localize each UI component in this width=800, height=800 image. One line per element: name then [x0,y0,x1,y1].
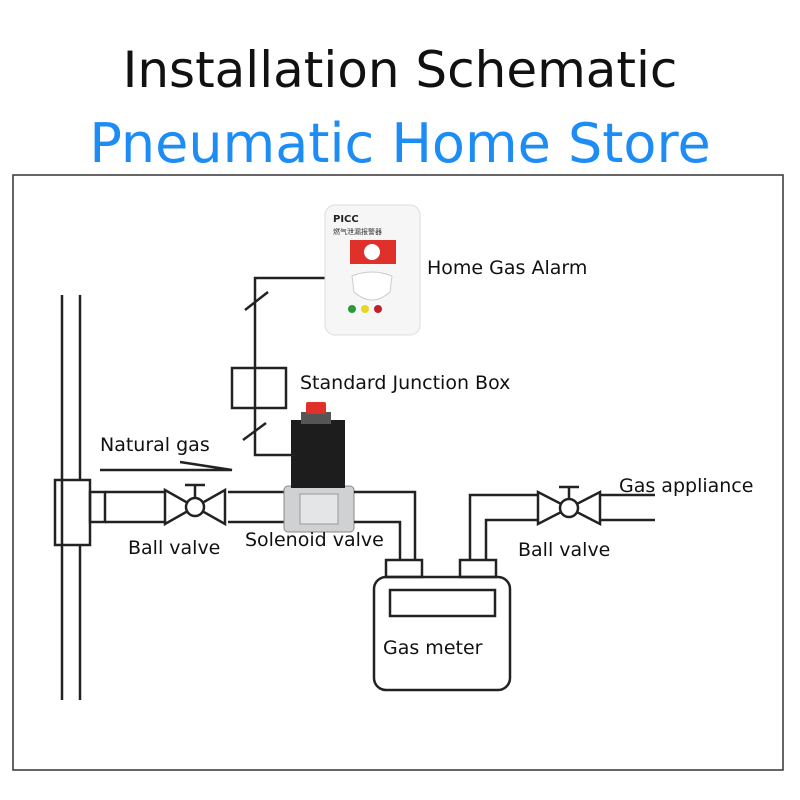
meter-inlet-pipe [354,490,417,560]
label-junction-box: Standard Junction Box [300,372,510,394]
label-home-gas-alarm: Home Gas Alarm [427,257,587,279]
label-gas-meter: Gas meter [383,637,483,659]
gas-alarm-icon: PICC 燃气泄漏报警器 [324,204,421,336]
label-natural-gas: Natural gas [100,434,210,456]
watermark: Pneumatic Home Store [89,112,710,175]
junction-box-icon [230,366,288,410]
outlet-pipe [468,493,655,560]
label-ball-valve-left: Ball valve [128,537,220,559]
signal-wire [230,276,325,457]
ball-valve-left-icon [163,483,227,527]
label-gas-appliance: Gas appliance [619,475,753,497]
alarm-device-text: 燃气泄漏报警器 [333,227,382,236]
inlet-pipe [100,460,285,524]
alarm-brand: PICC [333,214,359,225]
label-ball-valve-right: Ball valve [518,539,610,561]
page-title: Installation Schematic [122,41,678,99]
label-solenoid-valve: Solenoid valve [245,529,384,551]
ball-valve-right-icon [536,485,602,527]
gas-meter-icon [372,558,512,692]
solenoid-valve-icon [283,402,355,533]
main-riser-pipe [53,295,107,700]
diagram-frame [12,174,784,771]
